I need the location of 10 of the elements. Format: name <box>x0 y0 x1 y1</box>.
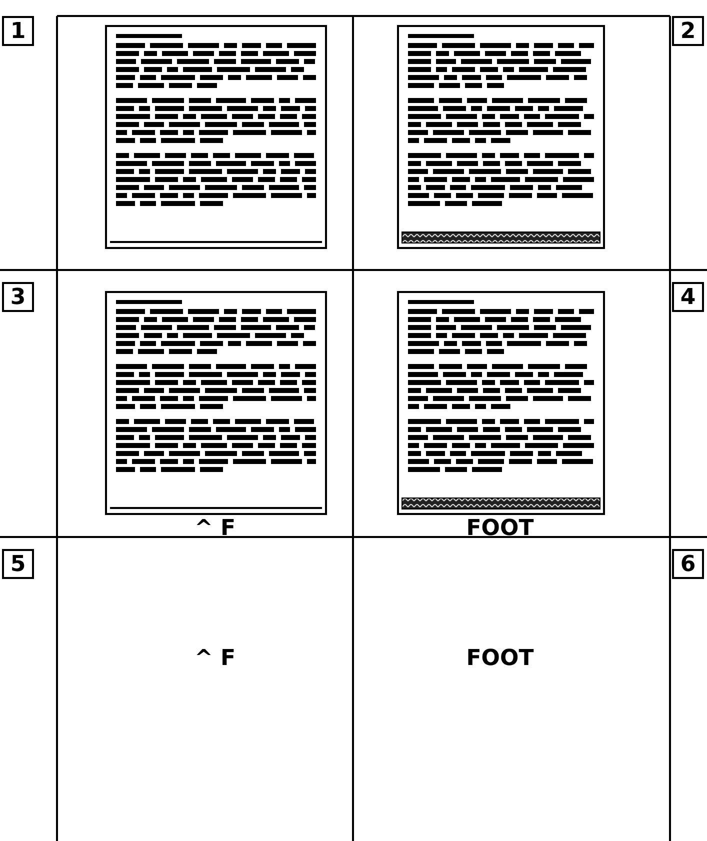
panel-number: 1 <box>2 16 34 46</box>
key-label: ^ F <box>194 516 236 541</box>
key-label: ^ F <box>194 646 236 671</box>
key-label: FOOT <box>466 516 534 541</box>
panel-number: 2 <box>672 16 704 46</box>
panel-number: 4 <box>672 282 704 312</box>
panel-number: 3 <box>2 282 34 312</box>
key-label: FOOT <box>466 646 534 671</box>
panel-number: 5 <box>2 549 34 579</box>
panel-number: 6 <box>672 549 704 579</box>
